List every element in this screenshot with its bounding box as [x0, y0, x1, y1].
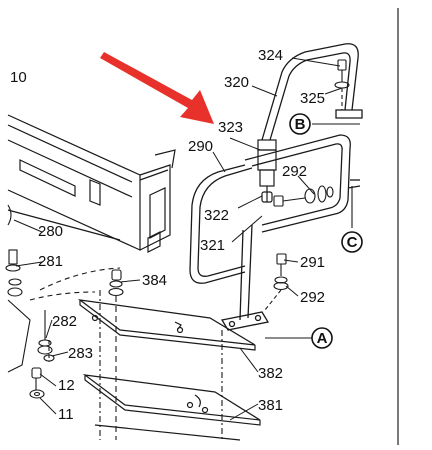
bolt-324: [334, 59, 350, 110]
callout-281: 281: [38, 253, 63, 270]
bolt-384: [99, 269, 223, 440]
callout-292-lower: 292: [300, 289, 325, 306]
callout-12: 12: [58, 377, 75, 394]
red-pointer-arrow: [100, 52, 214, 124]
section-marker-c-label: C: [347, 234, 358, 251]
callout-280: 280: [38, 223, 63, 240]
callout-10: 10: [10, 69, 27, 86]
section-marker-c: C: [341, 231, 363, 253]
bolt-12-11: [29, 367, 45, 399]
callout-381: 381: [258, 397, 283, 414]
support-leg: [220, 224, 270, 331]
callout-320: 320: [224, 74, 249, 91]
plate-381: [82, 374, 261, 441]
section-marker-b: B: [289, 113, 311, 135]
callout-322: 322: [204, 207, 229, 224]
callout-323: 323: [218, 119, 243, 136]
section-marker-b-label: B: [295, 116, 306, 133]
callout-292-upper: 292: [282, 163, 307, 180]
callout-324: 324: [258, 47, 283, 64]
bolt-292-upper: [273, 185, 334, 207]
clamp-323: [257, 139, 277, 203]
callout-11: 11: [58, 406, 74, 423]
bolt-291-292-lower: [264, 253, 289, 311]
callout-325: 325: [300, 90, 325, 107]
callout-282: 282: [52, 313, 77, 330]
callout-321: 321: [200, 237, 225, 254]
chassis-frame: [7, 114, 176, 253]
section-lines: [265, 123, 360, 339]
guard-frame-290: [189, 134, 361, 284]
left-fasteners: [5, 204, 121, 373]
callout-290: 290: [188, 138, 213, 155]
callout-384: 384: [142, 272, 167, 289]
leader-lines: [13, 57, 343, 421]
handle-bar-320: [261, 43, 363, 141]
section-marker-a-label: A: [317, 330, 328, 347]
section-marker-a: A: [311, 327, 333, 349]
bolt-282-283: [37, 310, 55, 362]
callout-382: 382: [258, 365, 283, 382]
callout-291: 291: [300, 254, 325, 271]
plate-382: [77, 299, 256, 351]
callout-283: 283: [68, 345, 93, 362]
